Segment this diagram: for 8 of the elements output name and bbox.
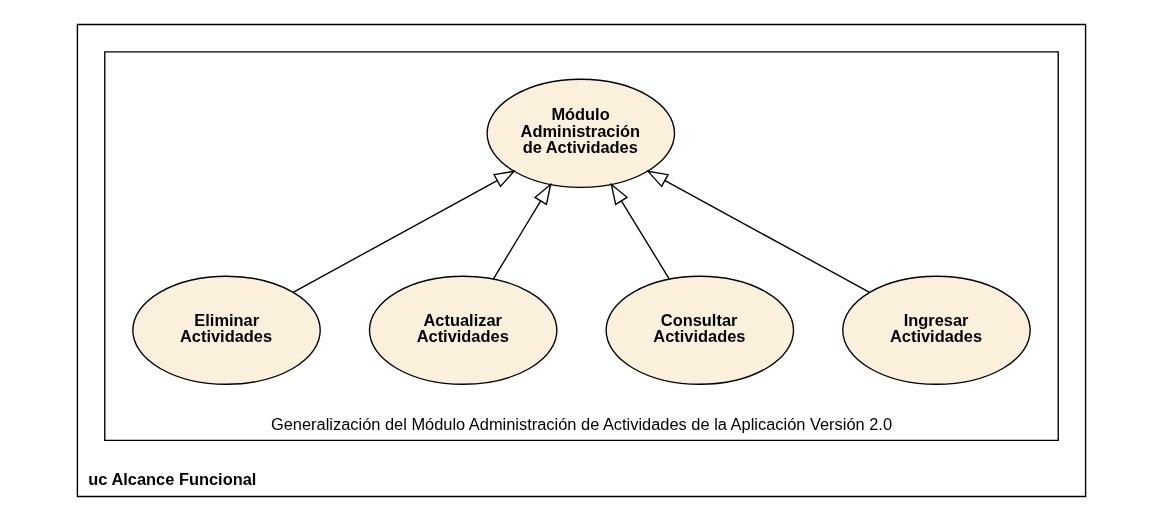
arrow <box>646 170 871 294</box>
node-ellipse: Eliminar Actividades <box>132 275 321 385</box>
arrow <box>292 170 516 293</box>
node-ellipse: Consultar Actividades <box>605 275 795 385</box>
node-ellipse: Ingresar Actividades <box>842 275 1031 385</box>
arrow <box>610 182 670 280</box>
node-ellipse: Actualizar Actividades <box>368 275 558 385</box>
arrow <box>492 182 552 280</box>
